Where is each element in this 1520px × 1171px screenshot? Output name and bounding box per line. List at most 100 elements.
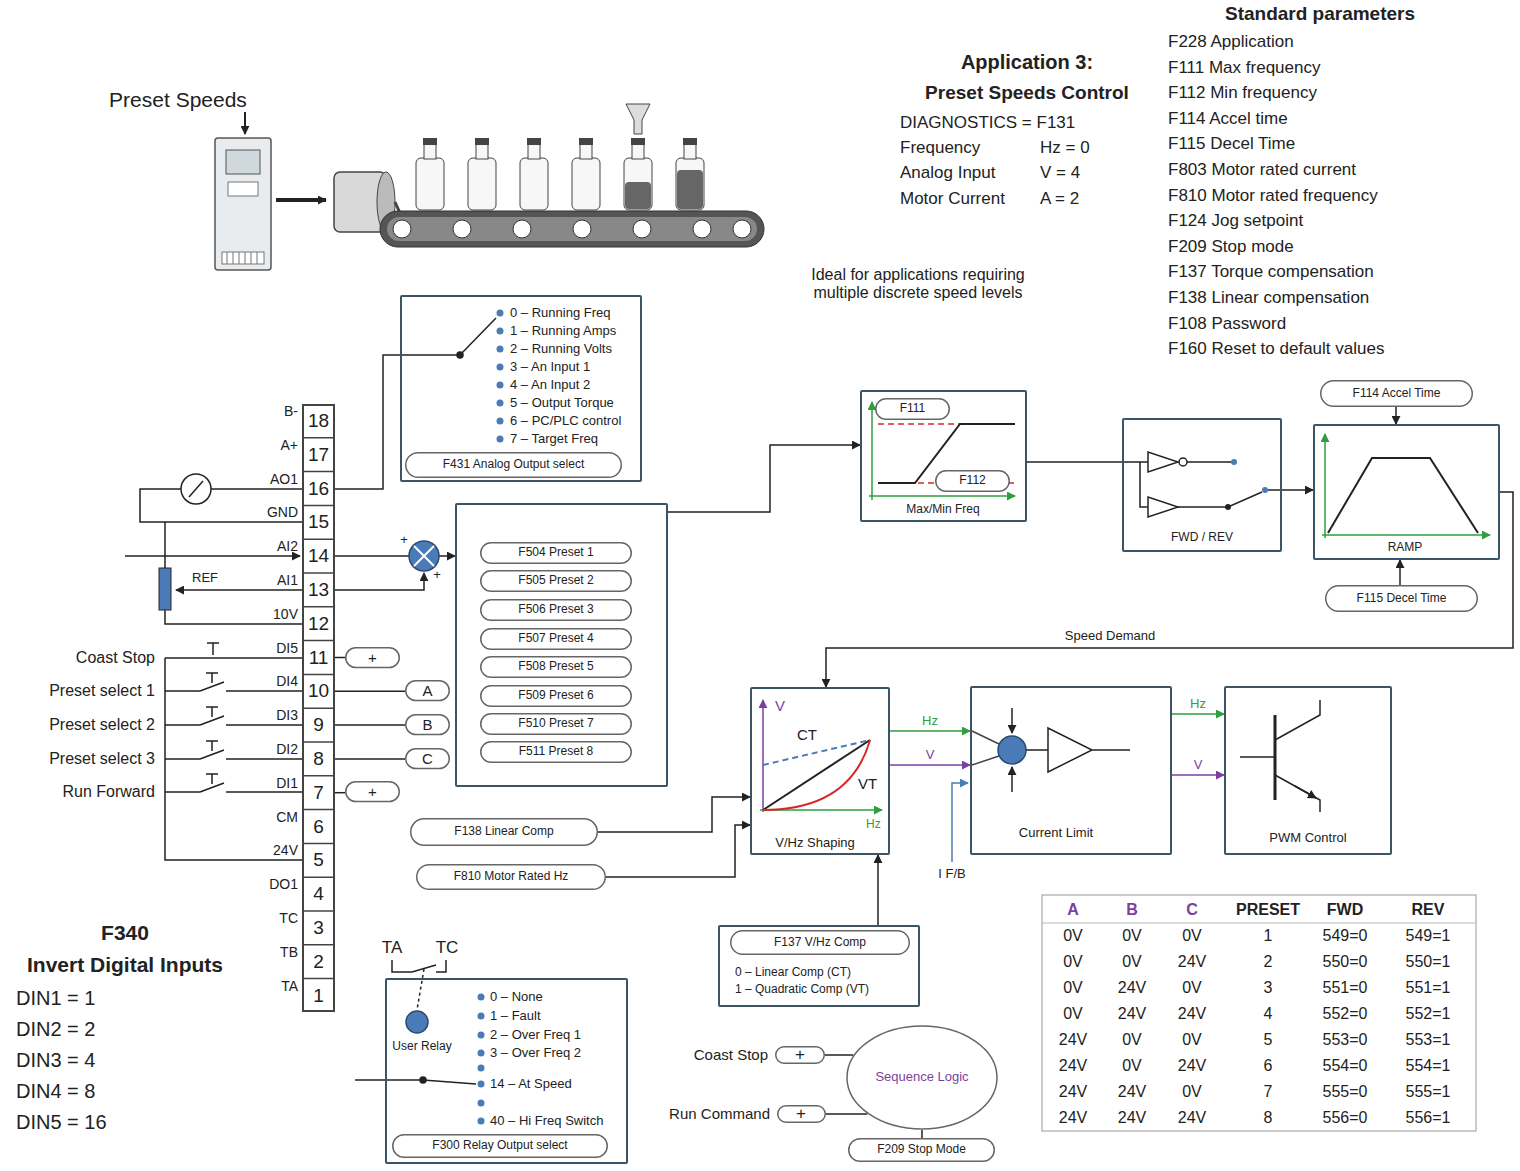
terminal-strip: 181716151413121110987654321 — [302, 404, 335, 1012]
terminal-divider — [302, 437, 335, 439]
node-text: F431 Analog Output select — [443, 458, 584, 472]
node-text: F112 — [959, 474, 985, 488]
pin-name: TC — [436, 938, 459, 958]
connector — [606, 825, 750, 877]
node-text: 1 – Running Amps — [510, 324, 616, 339]
connector — [1282, 489, 1313, 491]
current-limit-symbol — [1026, 728, 1130, 772]
pin-name: DI1 — [276, 775, 298, 791]
heading: F340 — [101, 921, 149, 945]
node-text: CT — [797, 726, 817, 743]
function-block: Max/Min FreqF111F112 — [860, 390, 1027, 522]
node-text: 2 — [313, 951, 324, 973]
pin-name: TA — [281, 977, 298, 993]
oval-outline — [417, 865, 606, 890]
parameter-item: F137 Torque compensation — [1168, 263, 1374, 283]
table-cell: 0V — [1063, 1005, 1083, 1023]
parameter-oval: F114 Accel Time — [1320, 380, 1473, 407]
direction-switch — [1225, 504, 1231, 510]
table-rule — [1042, 923, 1476, 924]
ramp-graph — [1324, 434, 1326, 538]
selector-dot — [497, 364, 504, 371]
transistor-symbol — [1240, 700, 1320, 812]
signal-name: Preset select 1 — [49, 682, 155, 700]
node-text: + — [368, 649, 377, 666]
conveyor-illustration — [387, 217, 757, 241]
component-name: User Relay — [392, 1040, 451, 1054]
direction-switch — [1262, 487, 1268, 493]
conveyor-illustration — [416, 158, 444, 210]
terminal-divider — [302, 843, 335, 845]
heading: Preset Speeds Control — [925, 82, 1129, 104]
table-cell: 549=0 — [1323, 927, 1368, 945]
transistor-symbol — [1295, 786, 1316, 798]
selector-dot — [478, 1065, 485, 1072]
node-text: 14 – At Speed — [490, 1077, 572, 1092]
pin-name: TB — [280, 944, 298, 960]
terminal-divider — [302, 978, 335, 980]
parameter-oval: F111 — [875, 398, 950, 420]
conveyor-illustration — [625, 182, 651, 209]
connector — [877, 855, 879, 925]
node-text: 0 – None — [490, 990, 543, 1005]
parameter-item: F228 Application — [1168, 32, 1294, 52]
table-cell: 5 — [1264, 1031, 1273, 1049]
switch-symbol — [200, 673, 224, 691]
conveyor-illustration — [632, 144, 644, 159]
note-text: Ideal for applications requiring multipl… — [783, 266, 1053, 303]
vhz-graph — [763, 740, 870, 765]
node-text: Hz — [866, 818, 881, 832]
oval-outline — [936, 471, 1010, 492]
direction-switch — [1122, 452, 1282, 517]
table-cell: 0V — [1122, 953, 1142, 971]
table-cell: 24V — [1059, 1083, 1087, 1101]
conveyor-illustration — [684, 144, 696, 159]
node-text: + — [368, 783, 377, 800]
relay-symbol — [392, 960, 446, 972]
pin-name: AI2 — [277, 538, 298, 554]
node-text: V — [775, 697, 785, 714]
drive-illustration — [222, 252, 264, 264]
table-cell: 0V — [1063, 927, 1083, 945]
oval-outline — [481, 686, 632, 707]
conveyor-illustration — [677, 170, 703, 209]
node-text: FWD / REV — [1171, 531, 1233, 545]
direction-switch — [1148, 452, 1178, 517]
vhz-graph — [763, 740, 870, 810]
direction-switch — [1122, 462, 1148, 507]
function-block: 0 – Running Freq1 – Running Amps2 – Runn… — [400, 295, 642, 482]
conveyor-illustration — [527, 138, 541, 145]
oval-outline — [1321, 381, 1473, 407]
current-limit-symbol — [998, 736, 1026, 764]
selector-dot — [497, 418, 504, 425]
potentiometer-symbol — [159, 568, 171, 610]
oval-outline — [406, 681, 450, 701]
connector — [1172, 713, 1224, 715]
terminal-divider — [302, 471, 335, 473]
function-block: PWM Control — [1224, 686, 1392, 855]
parameter-oval: F138 Linear Comp — [410, 818, 598, 846]
selector-dot — [478, 1050, 485, 1057]
pin-name: DI3 — [276, 707, 298, 723]
conveyor-illustration — [733, 220, 751, 238]
pin-name: 24V — [273, 842, 298, 858]
relay-symbol — [420, 1077, 426, 1083]
selector-switch — [400, 318, 496, 355]
terminal-divider — [302, 876, 335, 878]
table-cell: 553=1 — [1406, 1031, 1451, 1049]
pin-name: DO1 — [269, 876, 298, 892]
node-text: Current Limit — [1019, 826, 1093, 841]
conveyor-illustration — [626, 104, 650, 134]
node-text: 1 – Fault — [490, 1009, 541, 1024]
oval-outline — [406, 749, 450, 769]
node-text: F115 Decel Time — [1357, 592, 1447, 606]
table-cell: 555=0 — [1323, 1083, 1368, 1101]
oval-outline — [406, 715, 450, 735]
node-text: 5 – Output Torque — [510, 396, 614, 411]
node-text: F511 Preset 8 — [519, 745, 593, 759]
parameter-item: DIN3 = 4 — [16, 1049, 95, 1072]
wire — [165, 658, 302, 792]
conveyor-illustration — [520, 158, 548, 210]
table-cell: 24V — [1178, 1005, 1206, 1023]
